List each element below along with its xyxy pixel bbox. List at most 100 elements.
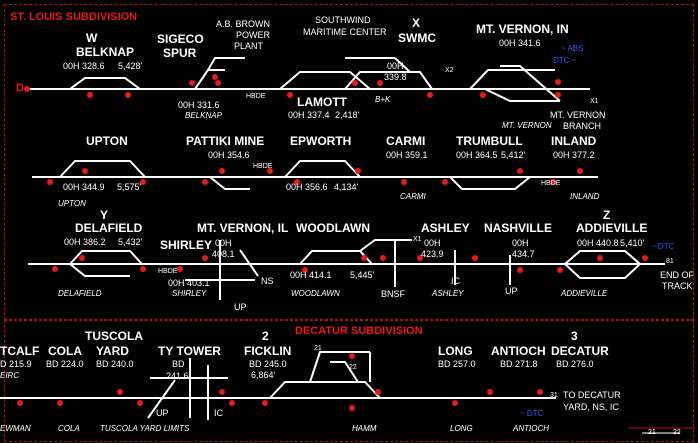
branch-l2: BRANCH xyxy=(563,121,602,131)
decatur-frame xyxy=(4,320,694,442)
entry-marker: D xyxy=(16,82,24,94)
antioch-italic: ANTIOCH xyxy=(513,424,549,433)
addieville-siding: 5,410' xyxy=(620,238,645,248)
trumbull-name: TRUMBULL xyxy=(456,134,523,148)
delafield-mp: 00H 386.2 xyxy=(64,237,106,247)
belknap-detector-mp: 00H 331.6 xyxy=(178,100,220,110)
mtvernon-il-mp2: 408.1 xyxy=(212,249,235,259)
abbrown-l3: PLANT xyxy=(234,41,264,51)
ashley-mp1: 00H xyxy=(424,238,441,248)
lamott-siding: 2,418' xyxy=(335,110,360,120)
upton-siding: 5,575' xyxy=(117,182,142,192)
tytower-mp1: BD xyxy=(172,359,185,369)
switch-x2: X2 xyxy=(445,67,454,74)
woodlawn-mp: 00H 414.1 xyxy=(290,270,332,280)
hbde-1: HBDE xyxy=(246,93,266,100)
ficklin-siding: 6,864' xyxy=(251,370,276,380)
legend-22: 22 xyxy=(673,429,681,436)
inland-name: INLAND xyxy=(551,134,597,148)
nashville-up: UP xyxy=(505,286,518,296)
epworth-mp: 00H 356.6 xyxy=(286,182,328,192)
mtvernon-il-name: MT. VERNON, IL xyxy=(197,221,289,235)
tuscola-mp: BD 240.0 xyxy=(96,359,134,369)
mp-81: 81 xyxy=(666,258,674,265)
tytower-name: TY TOWER xyxy=(158,344,221,358)
decatur-num: 3 xyxy=(571,329,578,343)
antioch-dtc: ~ DTC xyxy=(520,409,544,418)
ficklin-switch-21: 21 xyxy=(314,345,322,352)
pattiki-name: PATTIKI MINE xyxy=(186,134,265,148)
ficklin-num: 2 xyxy=(262,329,269,343)
mtvernon-il-mp1: 00H xyxy=(215,238,232,248)
switch-x1-row3: X1 xyxy=(413,236,422,243)
ficklin-name: FICKLIN xyxy=(244,344,292,358)
legend-21: 21 xyxy=(648,429,656,436)
belknap-letter: W xyxy=(86,31,98,45)
mp-31: 31 xyxy=(550,392,558,399)
metcalf-name: TCALF xyxy=(0,344,40,358)
ashley-ic: IC xyxy=(451,276,460,286)
mtvernon-in-dtc: DTC ~ xyxy=(553,56,577,65)
ficklin-mp: BD 245.0 xyxy=(249,359,287,369)
southwind-l1: SOUTHWIND xyxy=(315,15,371,25)
shirley-name: SHIRLEY xyxy=(160,238,213,252)
st-louis-frame xyxy=(4,4,694,320)
tuscola-name1: TUSCOLA xyxy=(85,329,143,343)
woodlawn-siding: 5,445' xyxy=(350,270,375,280)
delafield-name: DELAFIELD xyxy=(75,221,143,235)
inland-hbde: HBDE xyxy=(541,180,561,187)
addieville-name: ADDIEVILLE xyxy=(576,221,648,235)
pattiki-mp: 00H 354.6 xyxy=(208,150,250,160)
switch-x1-row1: X1 xyxy=(590,98,599,105)
sigeco-name1: SIGECO xyxy=(157,32,204,46)
belknap-name: BELKNAP xyxy=(76,45,135,59)
abbrown-l2: POWER xyxy=(236,30,271,40)
mtvernon-in-name: MT. VERNON, IN xyxy=(476,22,569,36)
upton-name: UPTON xyxy=(86,134,128,148)
long-italic: LONG xyxy=(450,424,473,433)
nashville-mp2: 434.7 xyxy=(512,249,535,259)
nashville-mp1: 00H xyxy=(512,238,529,248)
nashville-name: NASHVILLE xyxy=(484,221,553,235)
belknap-mp: 00H 328.6 xyxy=(63,61,105,71)
woodlawn-name: WOODLAWN xyxy=(296,221,370,235)
mtvernon-il-ns: NS xyxy=(261,276,274,286)
to-decatur-l2: YARD, NS, IC xyxy=(563,402,619,412)
ficklin-switch-22: 22 xyxy=(349,364,357,371)
antioch-name: ANTIOCH xyxy=(491,344,546,358)
tytower-up: UP xyxy=(156,408,169,418)
addieville-italic: ADDIEVILLE xyxy=(561,289,608,298)
end-of-track-l2: TRACK xyxy=(662,281,693,291)
bnsf-label: BNSF xyxy=(381,289,406,299)
mtvernon-in-mp: 00H 341.6 xyxy=(499,38,541,48)
mtvernon-il-up: UP xyxy=(234,302,247,312)
carmi-italic: CARMI xyxy=(400,192,426,201)
addieville-letter: Z xyxy=(603,208,611,222)
inland-italic: INLAND xyxy=(570,192,600,201)
tuscola-name2: YARD xyxy=(96,344,129,358)
mtvernon-in-abs: ~ ABS xyxy=(561,44,584,53)
tytower-ic: IC xyxy=(214,408,223,418)
cola-italic: COLA xyxy=(58,424,80,433)
abbrown-l1: A.B. BROWN xyxy=(216,19,271,29)
belknap-siding: 5,428' xyxy=(118,61,143,71)
epworth-siding: 4,134' xyxy=(334,182,359,192)
carmi-mp: 00H 359.1 xyxy=(386,150,428,160)
southwind-l2: MARITIME CENTER xyxy=(303,27,387,37)
lamott-name: LAMOTT xyxy=(297,95,347,109)
upton-mp: 00H 344.9 xyxy=(63,182,105,192)
cola-name: COLA xyxy=(48,344,82,358)
swmc-mp2: 339.8 xyxy=(384,72,407,82)
newman-italic: EWMAN xyxy=(0,424,31,433)
ashley-italic: ASHLEY xyxy=(432,289,464,298)
delafield-siding: 5,432' xyxy=(118,237,143,247)
hbde-2: HBDE xyxy=(253,163,273,170)
decatur-mp: BD 276.0 xyxy=(556,359,594,369)
ashley-name: ASHLEY xyxy=(421,221,470,235)
branch-l1: MT. VERNON xyxy=(550,110,606,120)
shirley-italic: SHIRLEY xyxy=(172,289,207,298)
woodlawn-italic: WOODLAWN xyxy=(291,289,340,298)
carmi-name: CARMI xyxy=(386,134,426,148)
swmc-bk: B+K xyxy=(375,95,391,104)
belknap-italic: BELKNAP xyxy=(185,111,222,120)
